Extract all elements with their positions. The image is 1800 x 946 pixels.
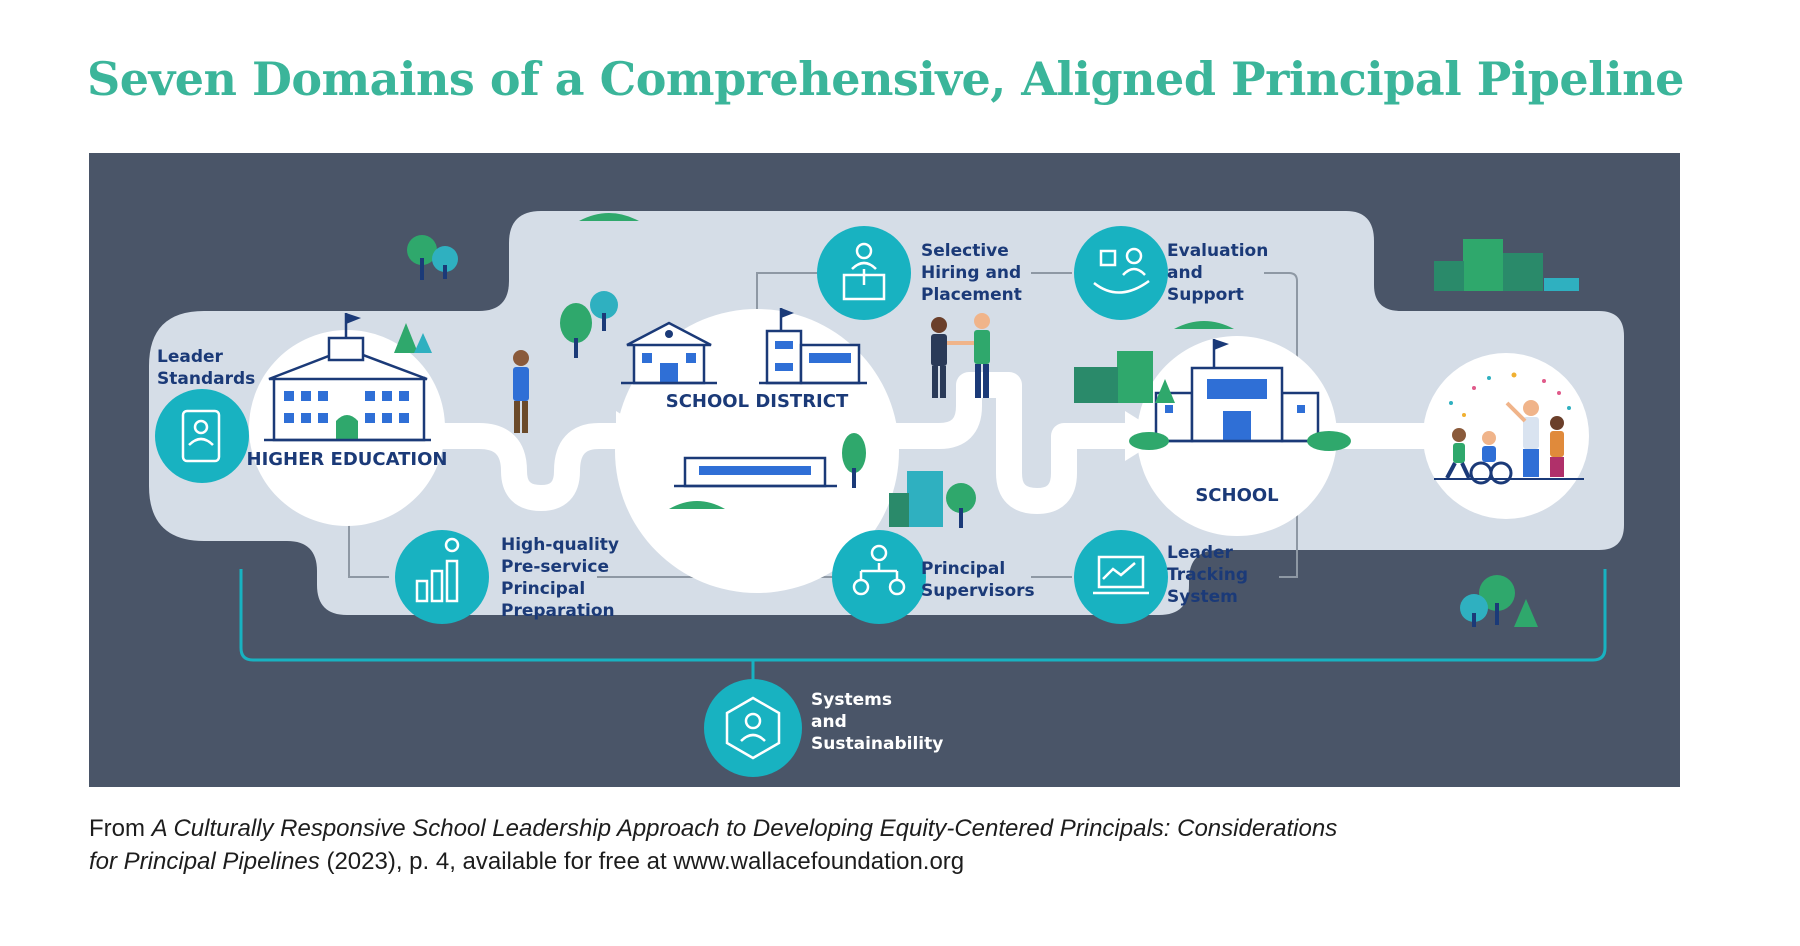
- laptop-chart-icon: [1074, 530, 1168, 624]
- hiring-label: Selective Hiring and Placement: [921, 241, 1027, 305]
- higher-education-label: HIGHER EDUCATION: [247, 449, 448, 470]
- tracking-label: Leader Tracking System: [1167, 543, 1254, 607]
- bush: [1129, 432, 1169, 450]
- school-district-label: SCHOOL DISTRICT: [666, 391, 849, 412]
- school-label: SCHOOL: [1195, 485, 1278, 506]
- students-celebrating: [1434, 372, 1584, 485]
- pipeline-pipe-2: [879, 372, 1139, 514]
- citation-title: A Culturally Responsive School Leadershi…: [151, 815, 1338, 842]
- preservice-label: High-quality Pre-service Principal Prepa…: [501, 535, 625, 621]
- citation-title-cont: for Principal Pipelines: [89, 848, 320, 875]
- source-citation: From A Culturally Responsive School Lead…: [89, 812, 1639, 878]
- bush: [1307, 431, 1351, 451]
- university-building: [264, 313, 431, 442]
- tree-cluster: [394, 213, 1538, 627]
- network-person-icon: [704, 679, 802, 777]
- citation-suffix: (2023), p. 4, available for free at www.…: [319, 848, 965, 875]
- checklist-hand-icon: [1074, 226, 1168, 320]
- pipeline-diagram: HIGHER EDUCATION SCHOOL DISTRICT: [89, 153, 1680, 787]
- supervisors-label: Principal Supervisors: [921, 559, 1035, 601]
- org-chart-icon: [832, 530, 926, 624]
- systems-label: Systems and Sustainability: [811, 690, 943, 754]
- citation-prefix: From: [89, 815, 152, 842]
- badge-book-icon: [155, 389, 249, 483]
- page-title: Seven Domains of a Comprehensive, Aligne…: [87, 52, 1684, 106]
- pipeline-pipe: [419, 423, 629, 511]
- sustainability-bracket: [239, 569, 1607, 662]
- bar-chart-person-icon: [395, 530, 489, 624]
- district-buildings: [621, 308, 867, 488]
- principal-candidate-figure: [513, 350, 529, 433]
- evaluation-label: Evaluation and Support: [1167, 241, 1274, 305]
- handshake-figures: [931, 313, 990, 398]
- leader-standards-label: Leader Standards: [157, 347, 255, 389]
- org-hiring-icon: [817, 226, 911, 320]
- city-blocks: [889, 239, 1579, 528]
- outcome-circle: [1423, 353, 1589, 519]
